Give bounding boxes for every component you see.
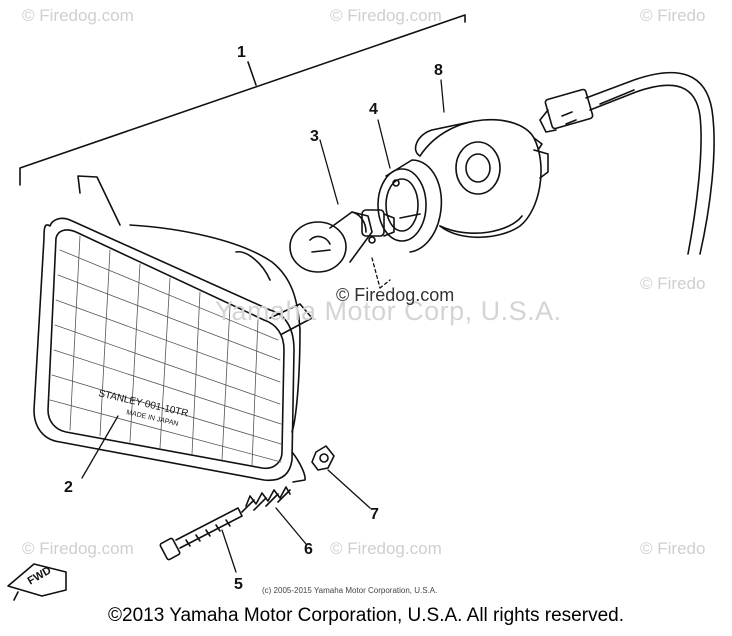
socket-cover — [414, 118, 549, 239]
callout-8: 8 — [434, 62, 443, 79]
watermark-top-right: © Firedo — [640, 6, 706, 25]
leader-4 — [377, 119, 391, 169]
bulb — [289, 209, 395, 273]
callout-2: 2 — [64, 479, 73, 496]
nut — [311, 445, 335, 471]
assembly-bracket-line — [19, 14, 466, 186]
screw — [159, 507, 243, 561]
fwd-arrow — [7, 563, 67, 601]
spring — [241, 486, 291, 513]
lens-texture — [49, 235, 282, 466]
leader-2 — [81, 415, 119, 479]
watermark-faint-line: Yamaha Motor Corp, U.S.A. — [215, 296, 562, 326]
callout-6: 6 — [304, 541, 313, 558]
leader-8 — [440, 79, 445, 113]
watermark-top-left: © Firedog.com — [22, 6, 134, 25]
leader-3 — [319, 139, 339, 205]
leader-7 — [327, 469, 371, 509]
callout-5: 5 — [234, 576, 243, 593]
lens-markings: STANLEY 001-10TR MADE IN JAPAN — [97, 388, 189, 428]
watermark-bottom-middle: © Firedog.com — [330, 539, 442, 558]
callout-3: 3 — [310, 128, 319, 145]
wiring-harness — [539, 71, 715, 255]
leader-6 — [275, 507, 307, 545]
leader-lines — [81, 79, 445, 573]
callout-4: 4 — [369, 101, 378, 118]
callout-1: 1 — [237, 44, 246, 61]
callout-7: 7 — [370, 506, 379, 523]
headlight-unit — [33, 175, 313, 483]
leader-5 — [221, 529, 237, 573]
copyright-main: ©2013 Yamaha Motor Corporation, U.S.A. A… — [108, 605, 624, 626]
watermark-right-mid: © Firedo — [640, 274, 706, 293]
watermark-bottom-left: © Firedog.com — [22, 539, 134, 558]
watermark-center: © Firedog.com — [336, 285, 455, 305]
watermark-bottom-right: © Firedo — [640, 539, 706, 558]
copyright-small: (c) 2005-2015 Yamaha Motor Corporation, … — [262, 586, 438, 595]
watermark-top-middle: © Firedog.com — [330, 6, 442, 25]
bulb-socket — [377, 159, 443, 253]
